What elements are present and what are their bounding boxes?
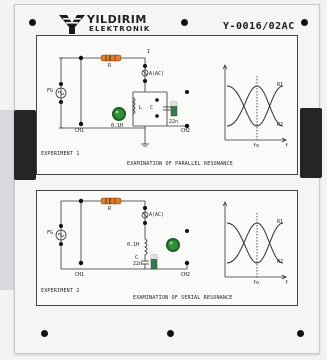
- model-number: Y-0016/02AC: [223, 21, 295, 32]
- r2-label: R2: [277, 259, 284, 265]
- screw: [167, 330, 174, 337]
- screw: [29, 19, 36, 26]
- ch2-label: CH2: [181, 128, 191, 134]
- source-label: FG: [47, 88, 54, 94]
- logo-mark-icon: [59, 15, 85, 34]
- experiment-1-panel: FG R I A(AC) L 0.1H C 22n CH1 CH2 R1 R2 …: [36, 35, 298, 175]
- brand-logo: YILDIRIM ELEKTRONIK: [59, 13, 179, 39]
- current-label: I: [147, 49, 151, 55]
- ammeter-label: A(AC): [149, 71, 165, 77]
- f-axis-label: f: [285, 143, 289, 149]
- capacitor-label: C: [150, 105, 154, 111]
- ch1-label: CH1: [75, 272, 85, 278]
- resistor-label: R: [108, 206, 112, 212]
- capacitance-label: 22n: [169, 119, 179, 125]
- ch2-label: CH2: [181, 272, 191, 278]
- ch1-label: CH1: [75, 128, 85, 134]
- screw: [181, 19, 188, 26]
- screw: [41, 330, 48, 337]
- experiment-2-caption: EXAMINATION OF SERIAL RESONANCE: [133, 295, 233, 301]
- parallel-resonance-circuit: [55, 54, 287, 147]
- source-label: FG: [47, 230, 54, 236]
- r1-label: R1: [277, 219, 284, 225]
- inductance-label: 0.1H: [111, 123, 124, 129]
- experiment-2-label: EXPERIMENT 2: [41, 288, 80, 294]
- fo-label: fo: [253, 280, 260, 286]
- brand-subtitle: ELEKTRONIK: [89, 25, 151, 33]
- r2-label: R2: [277, 122, 284, 128]
- screw: [301, 19, 308, 26]
- experiment-1-label: EXPERIMENT 1: [41, 151, 80, 157]
- brand-name: YILDIRIM: [87, 13, 147, 26]
- capacitance-label: 22n: [133, 261, 143, 267]
- screw: [297, 330, 304, 337]
- inductor-label: L: [139, 105, 143, 111]
- experiment-1-caption: EXAMINATION OF PARALLEL RESONANCE: [127, 161, 233, 167]
- ammeter-label: A(AC): [149, 212, 165, 218]
- inductance-label: 0.1H: [127, 242, 140, 248]
- fo-label: fo: [253, 143, 260, 149]
- r1-label: R1: [277, 82, 284, 88]
- f-axis-label: f: [285, 280, 289, 286]
- serial-resonance-circuit: [55, 197, 287, 280]
- resistor-label: R: [108, 63, 112, 69]
- left-handle: [14, 110, 36, 180]
- capacitor-label: C: [135, 255, 139, 261]
- right-handle: [300, 108, 322, 178]
- experiment-2-panel: FG R A(AC) 0.1H C 22n CH1 CH2 R1 R2 fo f…: [36, 190, 298, 306]
